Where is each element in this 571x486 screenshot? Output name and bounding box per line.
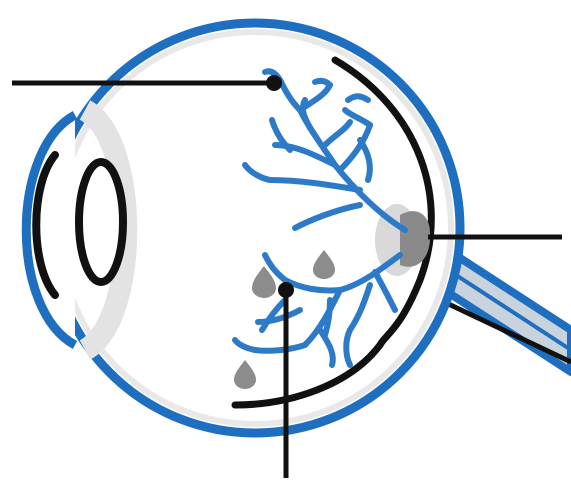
leader-dot-bottom — [278, 282, 294, 298]
leader-dot-top-left — [266, 75, 282, 91]
